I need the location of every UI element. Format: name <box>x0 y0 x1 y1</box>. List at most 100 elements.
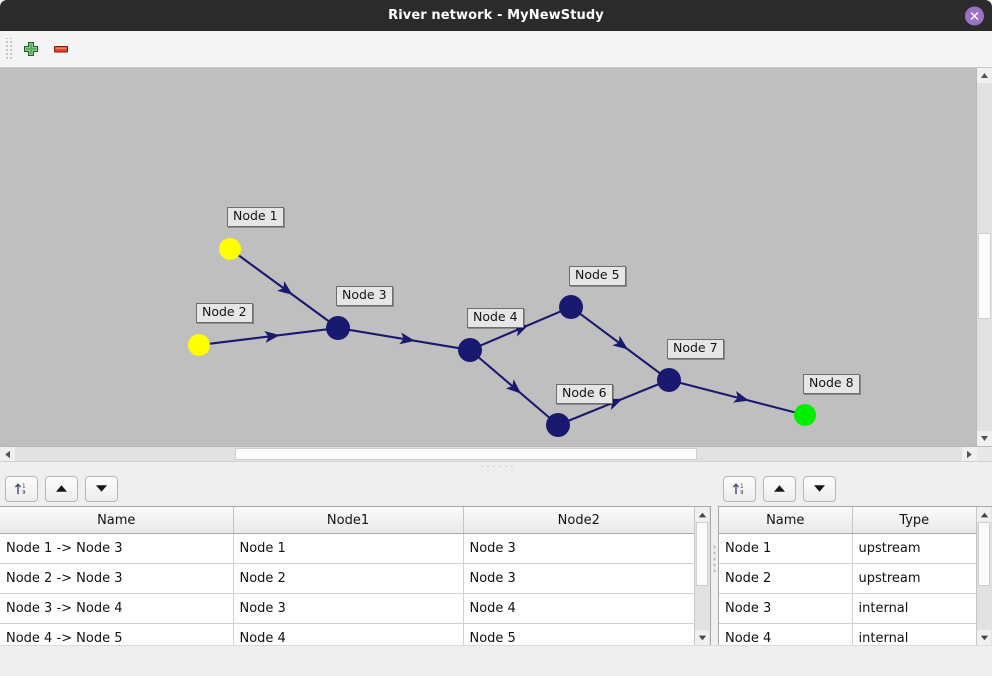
network-graph-canvas[interactable]: Node 1 Node 2 Node 3 Node 4 Node 5 Node 6 Node… <box>0 68 978 446</box>
reaches-cell[interactable]: Node 5 <box>463 623 694 645</box>
graph-node[interactable] <box>559 295 583 319</box>
reaches-column-header[interactable]: Node2 <box>463 507 694 534</box>
reaches-cell[interactable]: Node 4 <box>463 593 694 624</box>
reaches-cell[interactable]: Node 2 -> Node 3 <box>0 563 234 594</box>
arrow-up-icon <box>56 485 67 492</box>
delete-node-button[interactable] <box>46 34 76 64</box>
scroll-left-arrow-icon[interactable] <box>0 447 15 461</box>
nodes-cell[interactable]: internal <box>852 623 976 645</box>
graph-node[interactable] <box>219 238 241 260</box>
graph-edge[interactable] <box>679 381 796 414</box>
graph-node[interactable] <box>794 404 816 426</box>
graph-edge-arrowhead <box>505 379 522 394</box>
reaches-cell[interactable]: Node 1 <box>233 533 464 564</box>
reaches-move-up-button[interactable] <box>45 475 78 502</box>
svg-text:9: 9 <box>740 490 743 496</box>
nodes-sort-button[interactable]: 1 9 <box>723 475 756 502</box>
canvas-vertical-scrollbar[interactable] <box>976 68 992 446</box>
graph-node-label[interactable]: Node 8 <box>803 374 860 394</box>
reaches-cell[interactable]: Node 2 <box>233 563 464 594</box>
canvas-vscroll-thumb[interactable] <box>978 233 991 319</box>
scroll-up-arrow-icon[interactable] <box>977 68 992 83</box>
canvas-vscroll-track[interactable] <box>977 83 992 431</box>
graph-node-label[interactable]: Node 4 <box>467 308 524 328</box>
canvas-hscroll-thumb[interactable] <box>235 448 697 460</box>
nodes-cell[interactable]: Node 4 <box>719 623 853 645</box>
graph-node[interactable] <box>188 334 210 356</box>
reaches-column-header[interactable]: Node1 <box>233 507 464 534</box>
graph-node-label[interactable]: Node 3 <box>336 286 393 306</box>
reaches-cell[interactable]: Node 3 -> Node 4 <box>0 593 234 624</box>
nodes-vscroll-thumb[interactable] <box>978 522 990 586</box>
reaches-cell[interactable]: Node 3 <box>463 563 694 594</box>
graph-node[interactable] <box>458 338 482 362</box>
reaches-scroll-up-arrow-icon[interactable] <box>695 507 709 522</box>
nodes-column-header[interactable]: Name <box>719 507 853 534</box>
nodes-scroll-down-arrow-icon[interactable] <box>977 630 991 645</box>
reaches-scroll-down-arrow-icon[interactable] <box>695 630 709 645</box>
scroll-right-arrow-icon[interactable] <box>962 447 977 461</box>
nodes-cell[interactable]: Node 1 <box>719 533 853 564</box>
graph-node-label[interactable]: Node 7 <box>667 339 724 359</box>
nodes-cell[interactable]: internal <box>852 593 976 624</box>
add-plus-icon <box>24 42 38 56</box>
tables-region: 1 9 <box>0 471 992 645</box>
nodes-scroll-up-arrow-icon[interactable] <box>977 507 991 522</box>
reaches-cell[interactable]: Node 3 <box>233 593 464 624</box>
nodes-cell[interactable]: Node 3 <box>719 593 853 624</box>
nodes-cell[interactable]: Node 2 <box>719 563 853 594</box>
reaches-cell[interactable]: Node 1 -> Node 3 <box>0 533 234 564</box>
nodes-panel: 1 9 <box>718 471 992 645</box>
graph-node[interactable] <box>326 316 350 340</box>
reaches-sort-button[interactable]: 1 9 <box>5 475 38 502</box>
reaches-move-down-button[interactable] <box>85 475 118 502</box>
graph-node-label[interactable]: Node 2 <box>196 303 253 323</box>
reaches-cell[interactable]: Node 4 -> Node 5 <box>0 623 234 645</box>
svg-text:9: 9 <box>22 490 25 496</box>
nodes-toolbar: 1 9 <box>718 471 992 506</box>
close-icon[interactable] <box>965 6 984 25</box>
reaches-vscroll-thumb[interactable] <box>696 522 708 586</box>
vertical-splitter[interactable] <box>711 471 718 645</box>
scroll-down-arrow-icon[interactable] <box>977 431 992 446</box>
reaches-vertical-scrollbar[interactable] <box>694 507 710 645</box>
graph-edge[interactable] <box>208 328 328 345</box>
nodes-cell[interactable]: upstream <box>852 533 976 564</box>
nodes-column-header[interactable]: Type <box>852 507 976 534</box>
graph-nodes-layer <box>188 238 816 437</box>
reaches-cell[interactable]: Node 4 <box>233 623 464 645</box>
graph-node[interactable] <box>546 413 570 437</box>
nodes-move-up-button[interactable] <box>763 475 796 502</box>
graph-node[interactable] <box>657 368 681 392</box>
graph-node-label[interactable]: Node 5 <box>569 266 626 286</box>
reaches-cell[interactable]: Node 3 <box>463 533 694 564</box>
reaches-column-header[interactable]: Name <box>0 507 234 534</box>
status-bar <box>0 645 992 676</box>
horizontal-splitter[interactable] <box>0 461 992 471</box>
graph-edge-arrowhead <box>277 281 293 295</box>
graph-node-label[interactable]: Node 1 <box>227 207 284 227</box>
canvas-horizontal-scrollbar[interactable] <box>0 446 992 461</box>
scrollbar-corner <box>977 447 992 461</box>
graph-node-label[interactable]: Node 6 <box>556 384 613 404</box>
nodes-move-down-button[interactable] <box>803 475 836 502</box>
toolbar-drag-handle[interactable] <box>4 38 13 60</box>
nodes-cell[interactable]: upstream <box>852 563 976 594</box>
nodes-vertical-scrollbar[interactable] <box>976 507 992 645</box>
add-node-button[interactable] <box>16 34 46 64</box>
